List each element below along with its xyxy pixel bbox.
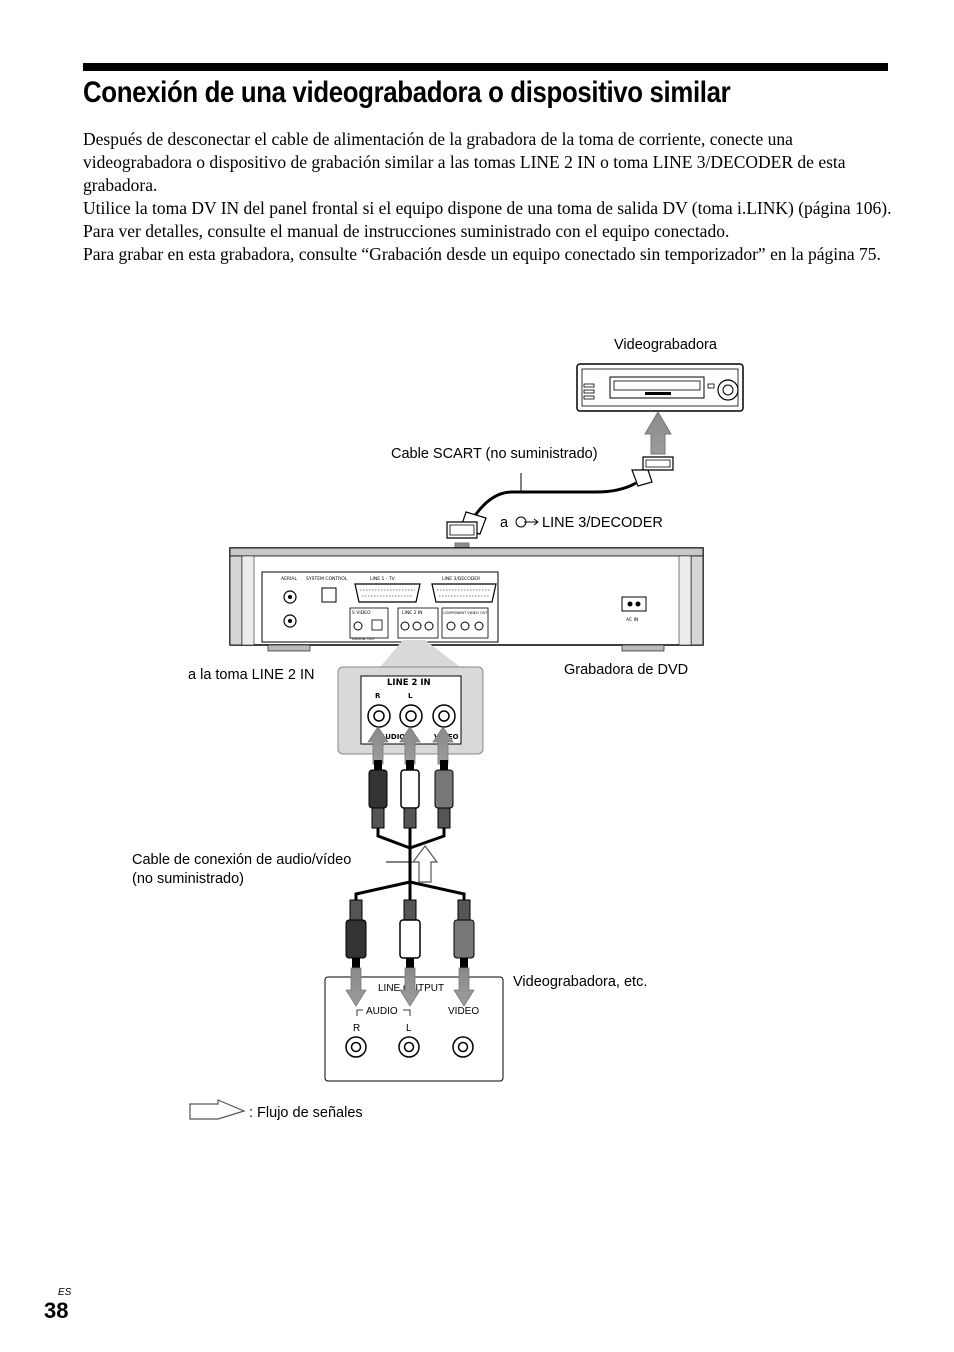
page-number: 38: [44, 1298, 69, 1323]
label-vcr: Videograbadora: [614, 337, 717, 353]
label-dvd-recorder: Grabadora de DVD: [564, 662, 689, 678]
zoom-r: R: [375, 692, 381, 700]
label-line3-prefix: a: [500, 515, 509, 531]
scart-plug-dvd: [446, 511, 487, 539]
arrow-down-l: [399, 967, 421, 1007]
scart-arrow-to-vcr: [644, 411, 672, 455]
output-video: VIDEO: [448, 1006, 479, 1017]
rca-plugs-bottom: [345, 899, 475, 968]
output-audio: AUDIO: [366, 1006, 398, 1017]
paragraph-1: Después de desconectar el cable de alime…: [83, 129, 846, 195]
panel-line2-small: LINE 2 IN: [402, 610, 422, 616]
label-line3: LINE 3/DECODER: [542, 515, 663, 531]
arrow-up-l: [399, 726, 421, 765]
vcr-device: [576, 363, 744, 412]
zoom-callout-connector: [380, 640, 460, 667]
label-av-cable-2: (no suministrado): [132, 871, 245, 887]
panel-aerial: AERIAL: [281, 576, 297, 582]
legend-arrow-icon: [189, 1099, 246, 1120]
title-rule: [83, 63, 888, 71]
dvd-recorder-panel: [229, 547, 704, 652]
page-title: Conexión de una videograbadora o disposi…: [83, 76, 731, 109]
av-cable: [354, 828, 466, 900]
paragraph-3: Para ver detalles, consulte el manual de…: [83, 221, 730, 241]
paragraph-2: Utilice la toma DV IN del panel frontal …: [83, 198, 892, 218]
label-av-cable-1: Cable de conexión de audio/vídeo: [132, 852, 352, 868]
label-line2-in: a la toma LINE 2 IN: [188, 667, 315, 683]
zoom-l: L: [408, 692, 413, 700]
output-l: L: [406, 1023, 412, 1034]
arrow-down-r: [345, 967, 367, 1007]
rca-plugs-top: [368, 760, 454, 829]
panel-digital-out: DIGITAL OUT: [352, 637, 376, 641]
panel-s-video: S VIDEO: [352, 610, 371, 616]
scart-cable: [470, 481, 637, 521]
panel-system-control: SYSTEM CONTROL: [306, 576, 348, 582]
panel-line3: LINE 3/DECODER: [442, 576, 480, 582]
arrow-up-r: [367, 726, 389, 765]
zoom-audio: AUDIO: [380, 733, 405, 741]
signal-flow-arrow-hollow: [411, 845, 439, 883]
arrow-down-video: [453, 967, 475, 1007]
output-r: R: [353, 1023, 360, 1034]
scart-plug-vcr: [631, 456, 674, 487]
intro-text: Después de desconectar el cable de alime…: [83, 128, 893, 266]
zoom-title: LINE 2 IN: [387, 678, 431, 688]
label-scart-cable: Cable SCART (no suministrado): [391, 446, 598, 462]
paragraph-4: Para grabar en esta grabadora, consulte …: [83, 244, 881, 264]
panel-ac-in: AC IN: [626, 617, 638, 623]
panel-component: COMPONENT VIDEO OUT: [443, 611, 488, 615]
label-vcr-etc: Videograbadora, etc.: [513, 974, 648, 990]
panel-line1: LINE 1 - TV: [370, 576, 396, 582]
scart-symbol-icon: [515, 516, 539, 528]
legend-label: : Flujo de señales: [249, 1105, 363, 1121]
language-tag: ES: [58, 1287, 72, 1298]
